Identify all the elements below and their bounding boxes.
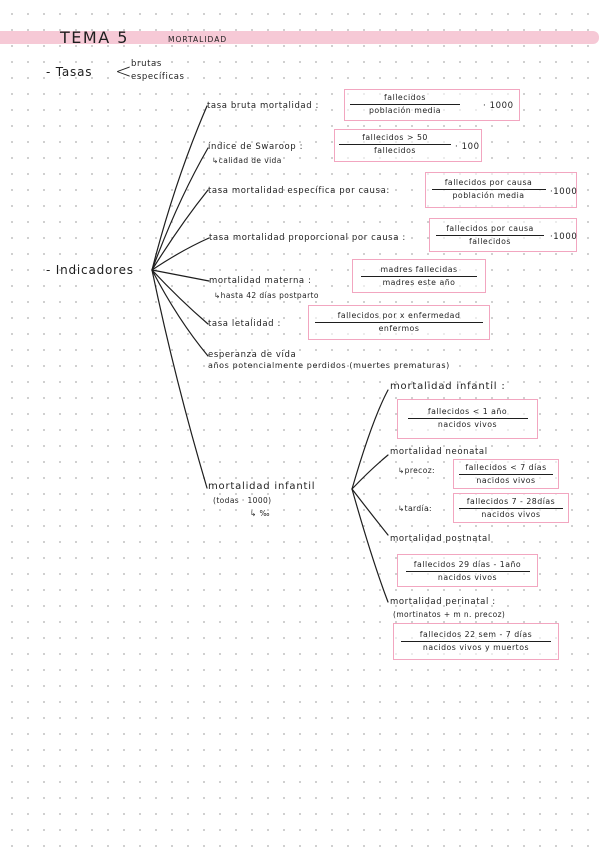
postnatal-label: mortalidad postnatal: [390, 534, 491, 544]
title-highlight: [0, 31, 599, 44]
page-title: TEMA 5: [60, 28, 129, 47]
materna-formula: madres fallecidas madres este año: [352, 259, 486, 293]
tasas-item-brutas: brutas: [131, 59, 162, 69]
swaroop-note: ↳calidad de vida: [212, 156, 282, 165]
infantil-formula: fallecidos < 1 año nacidos vivos: [397, 399, 538, 439]
esperanza-label: esperanza de vida: [208, 350, 297, 360]
infantil-numerator: fallecidos < 1 año: [427, 407, 508, 416]
swaroop-label: índice de Swaroop :: [208, 142, 304, 152]
infantil-denominator: nacidos vivos: [437, 419, 498, 429]
tasa-bruta-factor: · 1000: [483, 101, 514, 111]
infantil-group-unit: ↳ ‰: [250, 509, 270, 518]
neonatal-tardia-formula: fallecidos 7 - 28días nacidos vivos: [453, 493, 569, 523]
tasa-bruta-numerator: fallecidos: [384, 93, 426, 102]
swaroop-denominator: fallecidos: [374, 145, 416, 155]
tasas-label: - Tasas: [46, 65, 93, 79]
swaroop-factor: · 100: [455, 142, 480, 152]
perinatal-numerator: fallecidos 22 sem - 7 días: [419, 630, 533, 639]
proporcional-formula: fallecidos por causa fallecidos ·1000: [429, 218, 577, 252]
especifica-denominator: población media: [452, 190, 525, 200]
neonatal-precoz-numerator: fallecidos < 7 días: [465, 463, 547, 472]
materna-denominator: madres este año: [382, 277, 456, 287]
materna-numerator: madres fallecidas: [380, 265, 458, 274]
anos-perdidos-label: años potencialmente perdidos (muertes pr…: [208, 361, 450, 370]
indicadores-label: - Indicadores: [46, 263, 134, 277]
neonatal-label: mortalidad neonatal: [390, 447, 488, 457]
neonatal-tardia-numerator: fallecidos 7 - 28días: [466, 497, 556, 506]
letalidad-label: tasa letalidad :: [208, 319, 281, 329]
perinatal-formula: fallecidos 22 sem - 7 días nacidos vivos…: [393, 623, 559, 660]
infantil-label: mortalidad infantil :: [390, 381, 506, 392]
neonatal-tardia-denominator: nacidos vivos: [481, 509, 541, 519]
neonatal-precoz-label: ↳precoz:: [398, 466, 435, 475]
neonatal-tardia-label: ↳tardía:: [398, 504, 432, 513]
postnatal-denominator: nacidos vivos: [437, 572, 498, 582]
postnatal-numerator: fallecidos 29 días - 1año: [413, 560, 522, 569]
tasa-bruta-formula: fallecidos población media · 1000: [344, 89, 520, 121]
perinatal-label: mortalidad perinatal :: [390, 597, 496, 607]
proporcional-factor: ·1000: [550, 232, 578, 242]
neonatal-precoz-formula: fallecidos < 7 días nacidos vivos: [453, 459, 559, 489]
swaroop-numerator: fallecidos > 50: [362, 133, 428, 142]
swaroop-formula: fallecidos > 50 fallecidos · 100: [334, 129, 482, 162]
letalidad-numerator: fallecidos por x enfermedad: [337, 311, 461, 320]
materna-note: ↳hasta 42 días postparto: [214, 291, 319, 300]
neonatal-precoz-denominator: nacidos vivos: [476, 475, 536, 485]
perinatal-denominator: nacidos vivos y muertos: [422, 642, 530, 652]
postnatal-formula: fallecidos 29 días - 1año nacidos vivos: [397, 554, 538, 587]
proporcional-denominator: fallecidos: [469, 236, 511, 246]
especifica-numerator: fallecidos por causa: [444, 178, 533, 187]
letalidad-denominator: enfermos: [378, 323, 420, 333]
especifica-formula: fallecidos por causa población media ·10…: [425, 172, 577, 208]
perinatal-note: (mortinatos + m n. precoz): [393, 610, 506, 619]
infantil-group-note: (todas · 1000): [213, 496, 272, 505]
proporcional-numerator: fallecidos por causa: [446, 224, 534, 233]
tasa-bruta-label: tasa bruta mortalidad :: [207, 101, 320, 111]
tasa-bruta-denominator: población media: [368, 105, 442, 115]
infantil-group-label: mortalidad infantil: [208, 481, 316, 492]
letalidad-formula: fallecidos por x enfermedad enfermos: [308, 305, 490, 340]
tasas-item-especificas: específicas: [131, 72, 185, 82]
especifica-factor: ·1000: [550, 187, 578, 197]
tasas-brace: <: [115, 59, 133, 83]
page-subtitle: MORTALIDAD: [168, 35, 228, 44]
proporcional-label: tasa mortalidad proporcional por causa :: [209, 233, 406, 243]
especifica-label: tasa mortalidad específica por causa:: [208, 186, 390, 196]
materna-label: mortalidad materna :: [209, 276, 312, 286]
